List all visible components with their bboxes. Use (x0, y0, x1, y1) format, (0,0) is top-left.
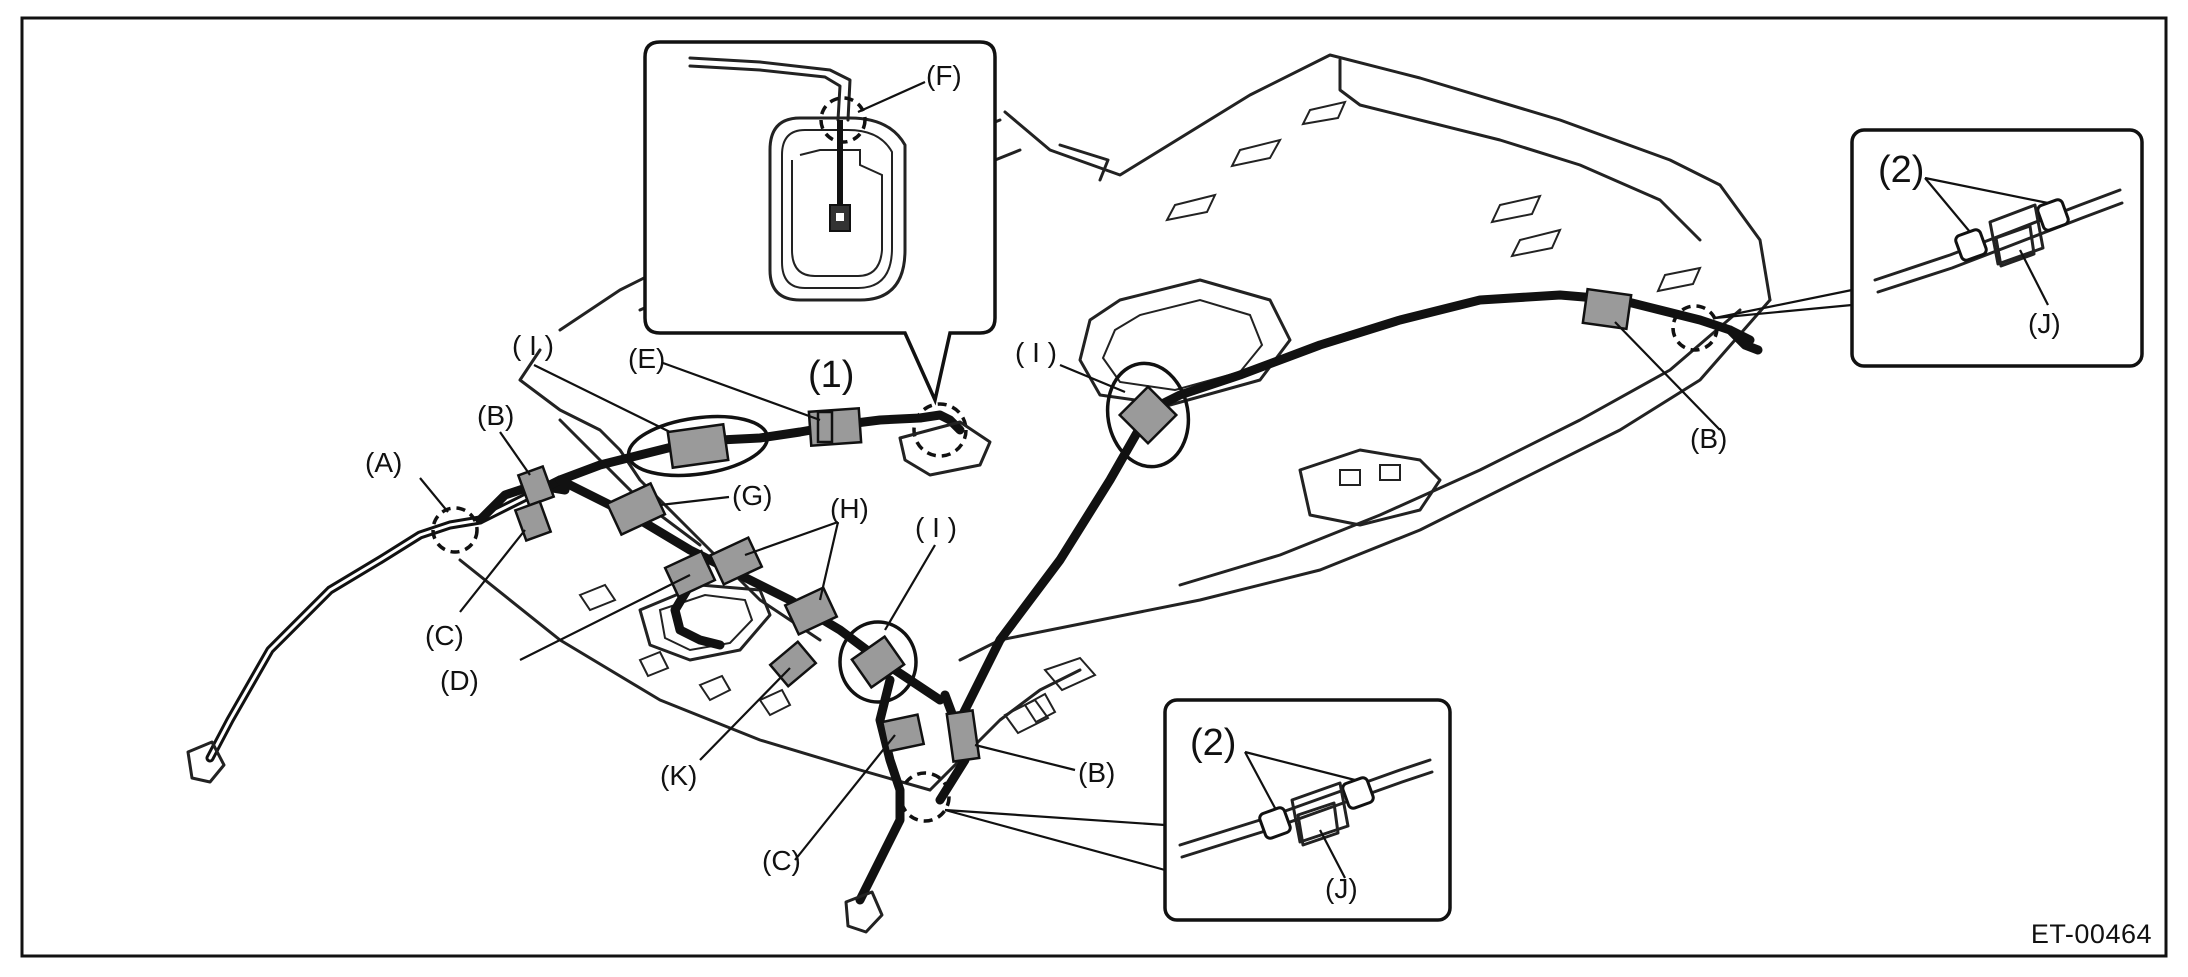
tape-d (663, 549, 717, 599)
label-2-bottom: (2) (1190, 722, 1236, 764)
ellipse-i-right (1105, 361, 1191, 469)
tape-e (807, 406, 863, 448)
ellipse-i-center (838, 620, 918, 704)
label-b-right: (B) (1690, 423, 1727, 454)
label-b-center: (B) (1078, 757, 1115, 788)
label-e: (E) (628, 343, 665, 374)
inset-bottom (944, 698, 1452, 922)
label-num1: (1) (808, 354, 854, 396)
inset-f-panel (643, 40, 997, 406)
dashed-circle-grommet (912, 402, 968, 458)
dashed-circle-right (1671, 304, 1719, 352)
label-j-right: (J) (2028, 308, 2061, 339)
label-2-right: (2) (1878, 149, 1924, 191)
inset-f (643, 40, 997, 406)
tape-c-center (880, 713, 926, 753)
wiring-harness (205, 290, 1763, 905)
dashed-circle-a (431, 506, 479, 554)
connector-center (844, 890, 884, 934)
tape-b-right (1581, 287, 1633, 331)
label-i-right: ( I ) (1015, 337, 1057, 368)
label-c-left: (C) (425, 620, 464, 651)
leader-lines (419, 321, 1721, 861)
figure-code: ET-00464 (2031, 919, 2152, 949)
figure-frame (20, 16, 2168, 958)
inset-right (1714, 128, 2144, 368)
tape-i-left (666, 422, 730, 470)
label-c-center: (C) (762, 845, 801, 876)
label-d: (D) (440, 665, 479, 696)
tape-i-right (1117, 384, 1179, 446)
label-b-left: (B) (477, 400, 514, 431)
connector-left (186, 740, 226, 784)
tape-b-center (945, 709, 981, 763)
grommet-1 (816, 410, 834, 444)
tape-i-center (850, 634, 906, 690)
tape-b-left (516, 464, 556, 508)
harness-tapes (513, 287, 1633, 763)
label-g: (G) (732, 480, 772, 511)
tape-k (768, 639, 818, 689)
label-f: (F) (926, 60, 962, 91)
grommet-bracket (898, 420, 992, 477)
harness-connectors (186, 740, 884, 934)
tape-h2 (783, 585, 839, 637)
dashed-circle-bottom (899, 771, 951, 823)
callout-labels: (A) (B) (C) (D) ( I ) (E) (1) (F) (G) (H… (365, 60, 2152, 949)
tape-g (605, 481, 667, 537)
label-i-left: ( I ) (512, 330, 554, 361)
label-k: (K) (660, 760, 697, 791)
label-j-bottom: (J) (1325, 873, 1358, 904)
label-i-center: ( I ) (915, 512, 957, 543)
inset-bottom-panel (1163, 698, 1452, 922)
ellipse-i-left (626, 414, 770, 478)
label-h: (H) (830, 493, 869, 524)
label-a: (A) (365, 447, 402, 478)
